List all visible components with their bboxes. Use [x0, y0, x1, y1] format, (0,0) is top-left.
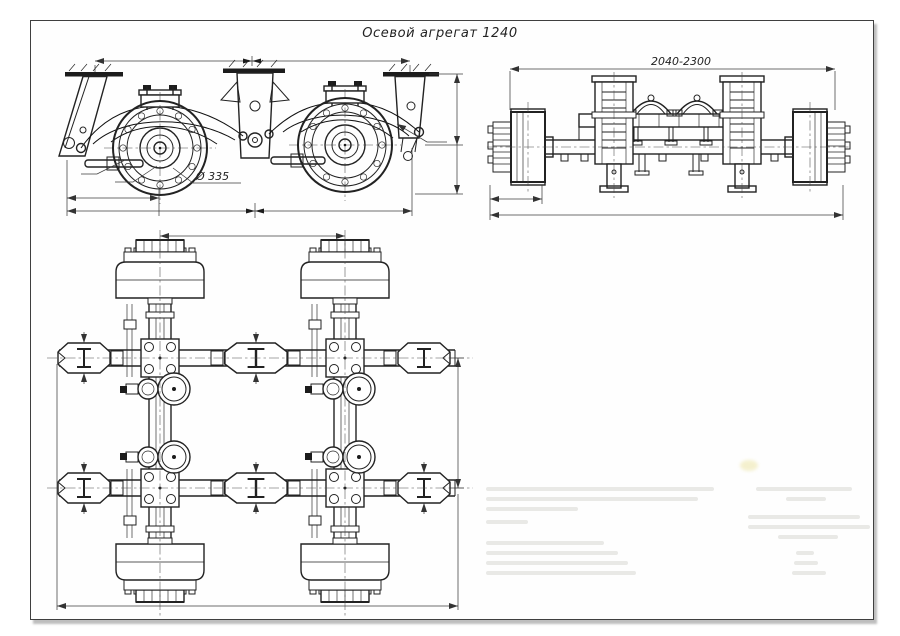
brake-chamber-rear-right [304, 440, 376, 474]
dimension-bottom [66, 148, 413, 218]
scan-smudge [740, 460, 758, 471]
dimension-track-width: 2040-2300 [509, 55, 836, 110]
dimension-drum-diameter: Ø 335 [172, 167, 241, 184]
equalizer-hanger-bracket [219, 59, 291, 159]
brake-chamber-front-right [304, 372, 376, 406]
brake-drum-front-wheel [103, 91, 217, 205]
brake-chamber-rear-left [119, 440, 191, 474]
drop-brackets [634, 154, 704, 176]
dimension-bottom [489, 185, 844, 220]
rear-hanger-bracket [383, 63, 439, 161]
dimension-axle-spacing-right [450, 357, 464, 489]
front-view-drawing: 2040-2300 [487, 55, 851, 220]
leaf-spring-rear [264, 101, 425, 139]
front-hanger-bracket [58, 63, 123, 157]
plan-view-drawing [47, 230, 473, 618]
brake-chamber-front-left [119, 372, 191, 406]
brake-drum-rear-wheel [288, 88, 402, 202]
torque-arm-front [84, 156, 144, 171]
brake-cam-bracket-right [672, 94, 723, 117]
faded-spec-text [486, 485, 878, 580]
torque-arm-rear [270, 153, 326, 168]
width-dimension-label: 2040-2300 [651, 55, 711, 68]
diameter-dimension-label: Ø 335 [195, 170, 229, 183]
dimension-height-right [415, 73, 463, 195]
drawing-title: Осевой агрегат 1240 [362, 26, 518, 41]
side-view-drawing: Ø 335 [58, 56, 463, 218]
leader-lines [81, 123, 447, 183]
dimension-overall-bottom [56, 364, 459, 610]
dimension-link-widths [81, 332, 427, 514]
leaf-spring-front [75, 105, 248, 154]
